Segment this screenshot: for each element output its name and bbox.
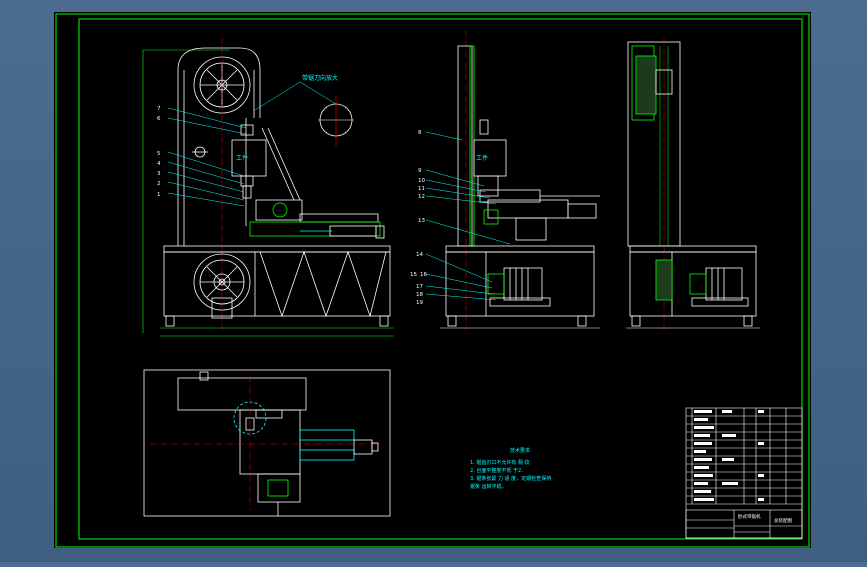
side-view bbox=[425, 30, 600, 330]
part-number: 17 bbox=[416, 284, 423, 290]
front-view bbox=[142, 38, 394, 337]
part-number: 18 bbox=[416, 292, 423, 298]
title-block-subtitle: 总装配图 bbox=[774, 517, 792, 524]
tech-line: 1. 锯齿刃口不允许有 裂 纹 bbox=[470, 459, 530, 466]
blade-direction-label: 带锯刀向放大 bbox=[302, 74, 338, 82]
tech-line: 锯条 运转平稳。 bbox=[470, 483, 507, 490]
tech-line: 3. 锯条张紧 力 适 度，定期检查保持 bbox=[470, 475, 551, 482]
outer-frame bbox=[55, 13, 810, 548]
title-block-title: 卧式带锯机 bbox=[738, 513, 761, 520]
part-number: 6 bbox=[157, 116, 161, 122]
part-number: 3 bbox=[157, 171, 161, 177]
inner-frame bbox=[78, 18, 803, 540]
top-view bbox=[143, 369, 391, 517]
part-number: 1 bbox=[157, 192, 161, 198]
part-number: 7 bbox=[157, 106, 161, 112]
drawing-sheet bbox=[54, 12, 811, 548]
part-number: 8 bbox=[418, 130, 422, 136]
tech-title: 技术要求 bbox=[510, 447, 530, 454]
part-number: 5 bbox=[157, 151, 161, 157]
front-part-numbers: 7 6 5 4 3 2 1 bbox=[157, 106, 161, 198]
part-number: 10 bbox=[418, 178, 425, 184]
part-number: 16 bbox=[420, 272, 427, 278]
part-number: 11 bbox=[418, 186, 425, 192]
part-number: 9 bbox=[418, 168, 422, 174]
part-number: 4 bbox=[157, 161, 161, 167]
tech-line: 2. 台面平整度不低 于2. bbox=[470, 467, 523, 474]
part-number: 12 bbox=[418, 194, 425, 200]
part-number: 15 bbox=[410, 272, 417, 278]
workpiece-front-label: 工件 bbox=[236, 154, 248, 162]
side-part-numbers: 8 9 10 11 12 13 14 15 16 17 18 19 bbox=[410, 130, 427, 306]
part-number: 19 bbox=[416, 300, 423, 306]
part-number: 2 bbox=[157, 181, 161, 187]
part-number: 14 bbox=[416, 252, 423, 258]
bom-marks bbox=[694, 410, 764, 501]
workpiece-side-label: 工件 bbox=[476, 154, 488, 162]
title-block bbox=[685, 407, 803, 539]
tech-requirements: 技术要求 1. 锯齿刃口不允许有 裂 纹 2. 台面平整度不低 于2. 3. 锯… bbox=[470, 447, 551, 490]
rear-view bbox=[626, 38, 760, 330]
part-number: 13 bbox=[418, 218, 425, 224]
